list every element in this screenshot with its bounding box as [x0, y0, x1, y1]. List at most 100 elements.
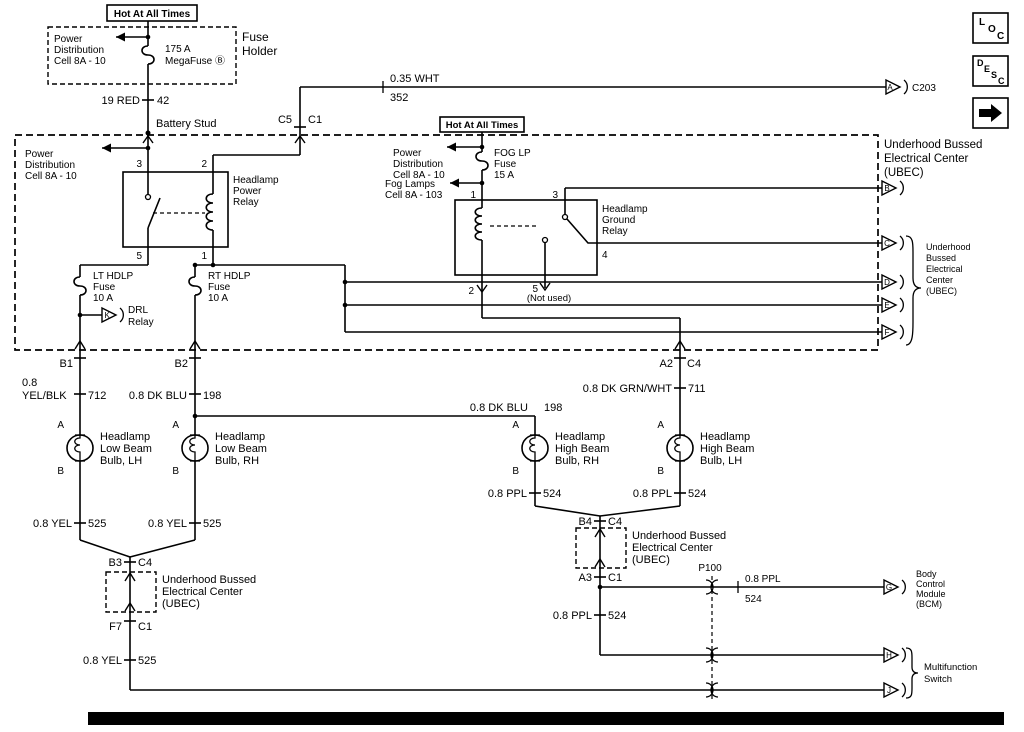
bulb-name-1: Headlamp — [215, 431, 265, 443]
power-relay-pin5: 5 — [136, 251, 142, 262]
loc-button[interactable]: L O C — [972, 12, 1009, 44]
bulb-pin-a: A — [57, 420, 64, 431]
megafuse-rating: 175 A — [165, 44, 191, 55]
ubec-power-dist-left: Power Distribution Cell 8A - 10 — [25, 143, 151, 182]
power-relay-pin1: 1 — [201, 251, 207, 262]
rt-fuse-3: 10 A — [208, 293, 228, 304]
wire-524out-label: 0.8 PPL — [553, 610, 592, 622]
power-relay-name-3: Relay — [233, 197, 259, 208]
battery-stud-label: Battery Stud — [156, 118, 217, 130]
wire-524out-circuit: 524 — [608, 610, 626, 622]
not-used-label: (Not used) — [527, 293, 571, 304]
connector-g-letter: G — [886, 583, 892, 592]
fog-fuse-symbol — [475, 151, 489, 171]
conn-c4-high-label: C4 — [608, 516, 622, 528]
ubec-low-label-2: Electrical Center — [162, 586, 243, 598]
ground-relay-pin2: 2 — [468, 286, 474, 297]
pd-left-1: Power — [25, 149, 54, 160]
inline-connector-icon — [705, 647, 714, 663]
relay-coil — [474, 207, 483, 241]
connector-k-mate-arc — [119, 307, 124, 323]
ubec-high-label-3: (UBEC) — [632, 554, 670, 566]
connector-a-letter: A — [887, 83, 893, 92]
high-beam-return: 0.8 PPL 524 0.8 PPL 524 B4 C4 Underhood … — [488, 461, 884, 656]
wire-352-circuit: 352 — [390, 92, 408, 104]
ubec-side-label-2: Bussed — [926, 253, 956, 263]
exit-a2-label: A2 — [660, 358, 673, 370]
fuse-holder-title-1: Fuse — [242, 30, 269, 44]
connector-f-letter: F — [885, 328, 890, 337]
next-page-button[interactable] — [972, 97, 1009, 129]
wire-525lh-label: 0.8 YEL — [33, 518, 72, 530]
connector-h-letter: H — [886, 651, 892, 660]
relay-coil — [205, 193, 214, 231]
hot-at-all-times-label: Hot At All Times — [114, 9, 191, 20]
ubec-title-3: (UBEC) — [884, 167, 924, 179]
power-dist-ref-1: Power — [54, 34, 83, 45]
wire-524lh-label: 0.8 PPL — [633, 488, 672, 500]
viewer-controls: L O C D E S C — [972, 12, 1009, 129]
bulb-name-3: Bulb, LH — [100, 455, 142, 467]
fog-fuse-3: 15 A — [494, 170, 514, 181]
bcm-label-4: (BCM) — [916, 599, 942, 609]
ubec-high-label-2: Electrical Center — [632, 542, 713, 554]
pd-left-2: Distribution — [25, 160, 75, 171]
pin-arrow-icon — [539, 282, 551, 292]
headlamp-bulbs: A B Headlamp Low Beam Bulb, LH A B Headl… — [57, 420, 754, 477]
power-relay-pin2: 2 — [201, 159, 207, 170]
wire-525out-circuit: 525 — [138, 655, 156, 667]
desc-letter-s: S — [991, 70, 997, 80]
ubec-title-2: Electrical Center — [884, 153, 969, 165]
bulb-name-3: Bulb, RH — [555, 455, 599, 467]
connector-mate-arc — [899, 297, 904, 313]
connector-mate-arc — [899, 324, 904, 340]
bulb-low-beam-lh: A B Headlamp Low Beam Bulb, LH — [57, 420, 152, 477]
bulb-pin-b: B — [657, 466, 664, 477]
relay-switch-arm — [566, 218, 597, 244]
conn-b4-label: B4 — [579, 516, 592, 528]
connector-k-letter: K — [105, 311, 111, 320]
wire-198r-label: 0.8 DK BLU — [470, 402, 528, 414]
lt-fuse-2: Fuse — [93, 282, 116, 293]
exit-b1-label: B1 — [60, 358, 73, 370]
ground-relay-name-1: Headlamp — [602, 204, 648, 215]
wire-525rh-label: 0.8 YEL — [148, 518, 187, 530]
bulb-pin-a: A — [172, 420, 179, 431]
bulb-name-1: Headlamp — [700, 431, 750, 443]
wire-712-circuit: 712 — [88, 390, 106, 402]
inline-connector-icon — [710, 579, 719, 595]
bcm-label-1: Body — [916, 569, 937, 579]
bulb-name-2: Low Beam — [215, 443, 267, 455]
wire-524lh-circuit: 524 — [688, 488, 706, 500]
conn-c1-label: C1 — [308, 114, 322, 126]
boundary-arrow-icon — [124, 571, 136, 582]
conn-c4-low-label: C4 — [138, 557, 152, 569]
fuse-holder-title-2: Holder — [242, 44, 277, 58]
destination-connectors: G Body Control Module (BCM) H J Multifun… — [883, 569, 977, 699]
power-relay-pin3: 3 — [136, 159, 142, 170]
connector-a-mate-arc — [903, 79, 908, 95]
ground-relay-name-3: Relay — [602, 226, 628, 237]
mfs-label-1: Multifunction — [924, 662, 977, 673]
relay-contact — [144, 193, 152, 201]
fog-lamps-ref-2: Cell 8A - 103 — [385, 190, 443, 201]
bulb-low-beam-rh: A B Headlamp Low Beam Bulb, RH — [172, 420, 267, 477]
bulb-pin-b: B — [57, 466, 64, 477]
connector-g-triangle — [883, 578, 900, 596]
ubec-exit-bracket — [905, 235, 922, 346]
boundary-arrow-icon — [674, 339, 686, 350]
hot-at-all-times-box — [106, 4, 198, 22]
wire-712-size: 0.8 — [22, 377, 37, 389]
pd-right-3: Cell 8A - 10 — [393, 170, 445, 181]
conn-b3-label: B3 — [109, 557, 122, 569]
bulb-name-3: Bulb, RH — [215, 455, 259, 467]
ubec-inline-box-high — [575, 527, 627, 569]
bulb-high-beam-rh: A B Headlamp High Beam Bulb, RH — [512, 420, 609, 477]
desc-button[interactable]: D E S C — [972, 55, 1009, 87]
ubec-side-label-1: Underhood — [926, 242, 971, 252]
exit-b2-label: B2 — [175, 358, 188, 370]
megafuse-symbol — [141, 45, 155, 65]
lt-fuse-3: 10 A — [93, 293, 113, 304]
wire-524rh-circuit: 524 — [543, 488, 561, 500]
conn-c1-high-label: C1 — [608, 572, 622, 584]
